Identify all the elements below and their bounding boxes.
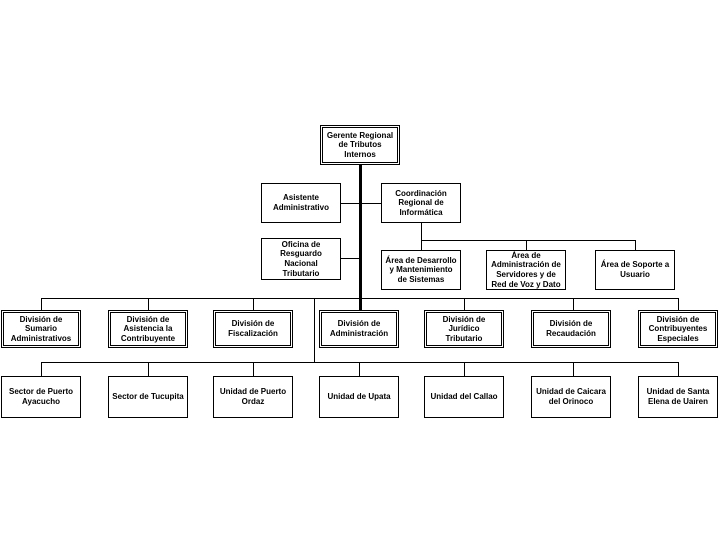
- connector-main-vertical: [359, 165, 362, 312]
- connector-division-3: [253, 298, 254, 310]
- division-asistencia-box: División de Asistencia la Contribuyente: [108, 310, 188, 348]
- unidad-callao-box: Unidad del Callao: [424, 376, 504, 418]
- connector-unit-6: [573, 362, 574, 376]
- division-juridico-box: División de Jurídico Tributario: [424, 310, 504, 348]
- coordinacion-informatica-box: Coordinación Regional de Informática: [381, 183, 461, 223]
- connector-area-1: [421, 240, 422, 250]
- oficina-resguardo-box: Oficina de Resguardo Nacional Tributario: [261, 238, 341, 280]
- connector-division-1: [41, 298, 42, 310]
- connector-informatica-drop: [421, 223, 422, 241]
- area-desarrollo-box: Área de Desarrollo y Mantenimiento de Si…: [381, 250, 461, 290]
- area-soporte-box: Área de Soporte a Usuario: [595, 250, 675, 290]
- connector-area-2: [526, 240, 527, 250]
- connector-unit-5: [464, 362, 465, 376]
- connector-unit-bus: [41, 362, 679, 363]
- connector-division-6: [573, 298, 574, 310]
- connector-division-2: [148, 298, 149, 310]
- connector-informatica-bus: [421, 240, 635, 241]
- connector-division-7: [678, 298, 679, 310]
- connector-division-5: [464, 298, 465, 310]
- division-contribuyentes-box: División de Contribuyentes Especiales: [638, 310, 718, 348]
- connector-area-3: [635, 240, 636, 250]
- connector-division-bus: [41, 298, 679, 299]
- division-administracion-box: División de Administración: [319, 310, 399, 348]
- connector-unit-1: [41, 362, 42, 376]
- connector-unit-4: [359, 362, 360, 376]
- connector-oficina: [341, 258, 359, 259]
- connector-asistente: [341, 203, 359, 204]
- division-recaudacion-box: División de Recaudación: [531, 310, 611, 348]
- gerente-regional-box: Gerente Regional de Tributos Internos: [320, 125, 400, 165]
- connector-unit-drop: [314, 298, 315, 363]
- unidad-puerto-ordaz-box: Unidad de Puerto Ordaz: [213, 376, 293, 418]
- unidad-upata-box: Unidad de Upata: [319, 376, 399, 418]
- connector-unit-3: [253, 362, 254, 376]
- sector-tucupita-box: Sector de Tucupita: [108, 376, 188, 418]
- unidad-santa-elena-box: Unidad de Santa Elena de Uairen: [638, 376, 718, 418]
- division-sumario-box: División de Sumario Administrativos: [1, 310, 81, 348]
- division-fiscalizacion-box: División de Fiscalización: [213, 310, 293, 348]
- unidad-caicara-box: Unidad de Caicara del Orinoco: [531, 376, 611, 418]
- asistente-administrativo-box: Asistente Administrativo: [261, 183, 341, 223]
- connector-unit-2: [148, 362, 149, 376]
- connector-coordinacion: [362, 203, 381, 204]
- area-servidores-box: Área de Administración de Servidores y d…: [486, 250, 566, 290]
- connector-unit-7: [678, 362, 679, 376]
- sector-puerto-ayacucho-box: Sector de Puerto Ayacucho: [1, 376, 81, 418]
